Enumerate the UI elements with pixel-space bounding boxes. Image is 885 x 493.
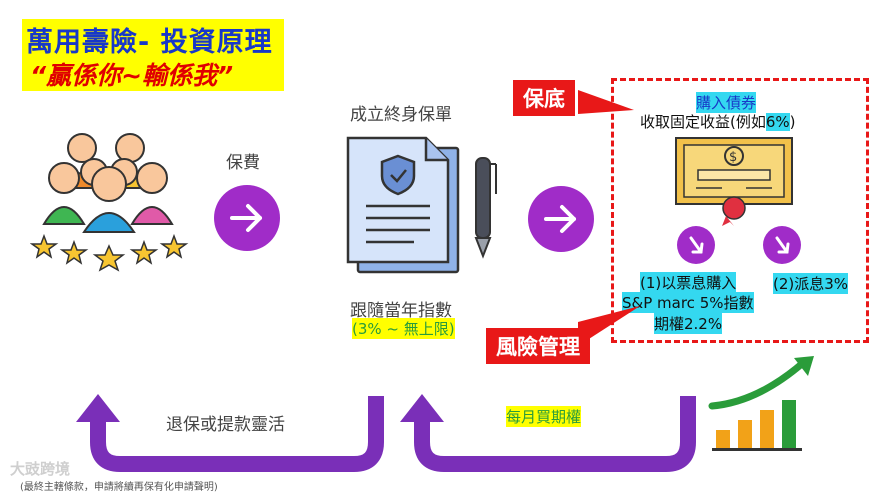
index-range-label: (3% ~ 無上限) <box>352 318 455 339</box>
policy-arrow-circle <box>528 186 594 252</box>
allocation-arrow-1 <box>677 226 715 264</box>
arrow-right-icon <box>544 205 576 233</box>
premium-arrow-circle <box>214 185 280 251</box>
allocation-line2: S&P marc 5%指數 <box>622 292 754 313</box>
svg-text:$: $ <box>729 150 737 165</box>
page-title: 萬用壽險- 投資原理 <box>26 27 273 58</box>
bond-income-label: 收取固定收益(例如6%) <box>640 111 796 132</box>
guarantee-pointer <box>578 90 634 114</box>
policy-label: 成立終身保單 <box>350 105 452 125</box>
document-shield-icon <box>346 136 497 274</box>
risk-tag: 風險管理 <box>486 328 590 364</box>
bar-chart-growth-icon <box>708 356 814 451</box>
page-subtitle: “贏係你~輸係我” <box>30 61 234 90</box>
surrender-label: 退保或提款靈活 <box>166 415 285 435</box>
monthly-options-label: 每月買期權 <box>506 406 582 427</box>
allocation-line1: (1)以票息購入 <box>640 272 737 293</box>
dividend-label: (2)派息3% <box>773 273 849 294</box>
guarantee-box <box>611 78 869 343</box>
arrow-down-icon <box>775 236 790 254</box>
guarantee-tag: 保底 <box>513 80 575 116</box>
bond-income-prefix: 收取固定收益(例如 <box>640 113 766 131</box>
allocation-arrow-2 <box>763 226 801 264</box>
watermark: 大豉跨境 <box>10 460 71 478</box>
bond-income-suffix: ) <box>789 113 796 131</box>
allocation-line3: 期權2.2% <box>654 313 723 334</box>
bond-buy-label: 購入債券 <box>696 92 757 113</box>
pen-icon <box>474 157 497 259</box>
premium-label: 保費 <box>226 153 260 173</box>
arrow-down-icon <box>689 236 704 254</box>
people-group-icon <box>30 133 189 272</box>
arrow-right-icon <box>230 204 262 232</box>
footer-note: (最終主轄條款，申請將續再保有化申請聲明) <box>20 482 218 493</box>
bond-income-rate: 6% <box>765 113 790 131</box>
index-follow-label: 跟隨當年指數 <box>350 301 452 321</box>
risk-pointer <box>578 306 640 346</box>
title-highlight <box>22 19 284 91</box>
certificate-icon: $ <box>675 137 793 226</box>
u-turn-arrow-icon <box>76 394 696 472</box>
